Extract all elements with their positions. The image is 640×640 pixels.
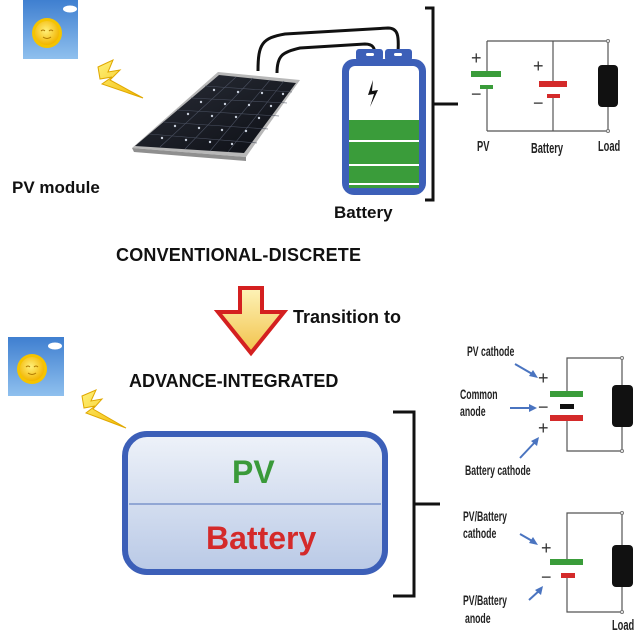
pv-battery-cathode-label-line2: cathode [463, 525, 497, 541]
pv-battery-cathode-plus-sign: + [541, 538, 552, 558]
device-pv-layer-label: PV [232, 454, 275, 490]
device-battery-layer-label: Battery [206, 520, 317, 556]
battery-symbol-plate-small [547, 94, 560, 98]
circuit-load-label: Load [598, 138, 621, 155]
battery-cathode-plus-sign: + [538, 418, 549, 438]
common-anode-plate [560, 404, 574, 409]
circuit-pv-label: PV [477, 138, 490, 155]
pv-minus-sign: − [471, 84, 482, 104]
circuit-top [486, 40, 609, 132]
circuit-battery-label: Battery [531, 140, 564, 157]
load-resistor-symbol [598, 65, 618, 107]
pv-cathode-label: PV cathode [467, 343, 515, 359]
battery-plus-sign: + [533, 56, 544, 76]
battery-label: Battery [334, 203, 393, 222]
battery-charge-level [349, 120, 419, 188]
pv-battery-anode-plate [561, 573, 575, 578]
bracket-top [425, 6, 458, 202]
pv-cathode-plate [550, 391, 583, 397]
transition-label: Transition to [293, 307, 401, 327]
lightning-bolt-icon [81, 389, 127, 429]
solar-panel-image [132, 72, 300, 161]
pv-module-label: PV module [12, 178, 100, 197]
sun-tile-top [23, 0, 78, 59]
pointer-arrows-a [510, 363, 539, 459]
pv-cathode-plus-sign: + [538, 368, 549, 388]
load-resistor-symbol [612, 385, 633, 427]
sun-icon [32, 18, 62, 48]
pv-cell-symbol-plate-small [480, 85, 493, 89]
battery-cathode-plate [550, 415, 583, 421]
circuit-integrated-a [566, 357, 623, 452]
battery-cathode-label: Battery cathode [465, 462, 531, 478]
circuit-integrated-b [566, 512, 623, 613]
bracket-bottom [393, 410, 440, 598]
battery-icon [342, 49, 426, 195]
sun-tile-bottom [8, 337, 64, 396]
lightning-bolt-icon [97, 59, 144, 99]
pv-battery-anode-label-line1: PV/Battery [463, 592, 507, 608]
common-anode-minus-sign: − [538, 397, 549, 417]
pv-battery-cathode-label-line1: PV/Battery [463, 508, 507, 524]
pointer-arrows-b [519, 533, 543, 601]
pv-cell-symbol-plate [471, 71, 501, 77]
load-resistor-symbol [612, 545, 633, 587]
cloud-icon [48, 342, 62, 350]
battery-symbol-plate [539, 81, 567, 87]
conventional-discrete-title: CONVENTIONAL-DISCRETE [116, 245, 362, 265]
advance-integrated-title: ADVANCE-INTEGRATED [129, 371, 339, 391]
circuit-b-load-label: Load [612, 617, 635, 634]
pv-plus-sign: + [471, 48, 482, 68]
integrated-device [122, 431, 388, 575]
pv-battery-anode-minus-sign: − [541, 567, 552, 587]
common-anode-label-line2: anode [460, 403, 486, 419]
pv-battery-anode-label-line2: anode [465, 610, 491, 626]
pv-battery-cathode-plate [550, 559, 583, 565]
transition-arrow-icon [213, 286, 289, 357]
sun-icon [17, 354, 47, 384]
cloud-icon [63, 5, 77, 13]
charge-bolt-icon [368, 80, 378, 107]
battery-minus-sign: − [533, 93, 544, 113]
common-anode-label-line1: Common [460, 386, 498, 402]
